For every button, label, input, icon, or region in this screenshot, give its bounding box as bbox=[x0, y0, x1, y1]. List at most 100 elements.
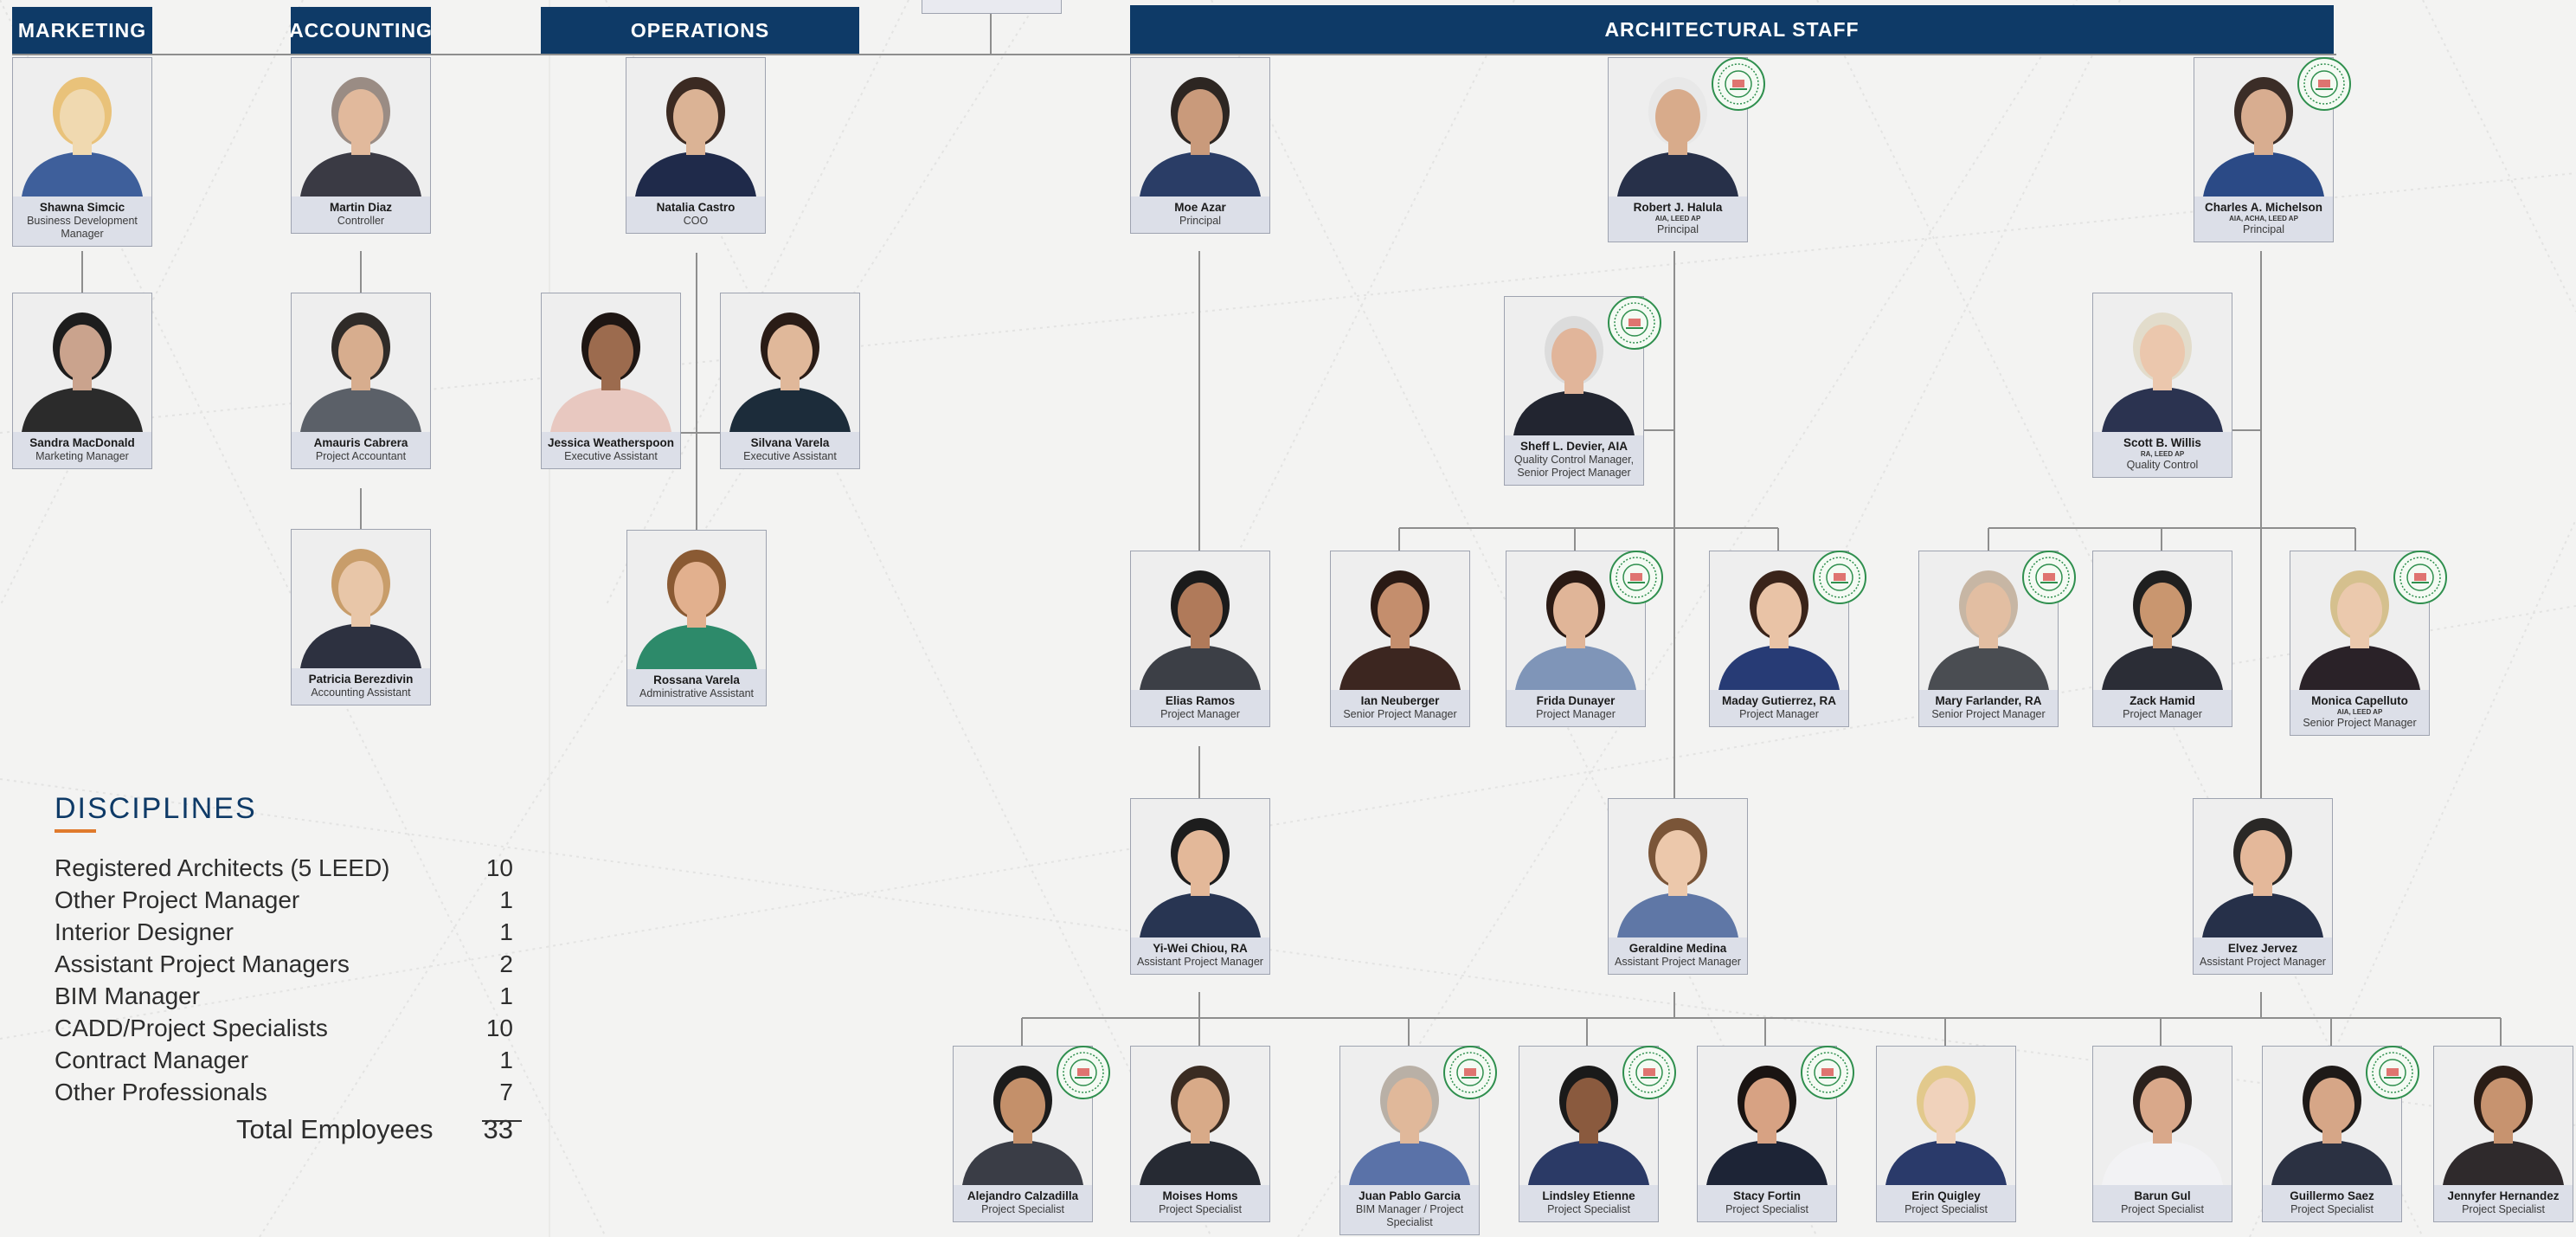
employee-name: Zack Hamid bbox=[2130, 694, 2195, 707]
employee-name: Martin Diaz bbox=[329, 201, 392, 214]
employee-title: Project Specialist bbox=[1159, 1203, 1242, 1216]
disciplines-panel: DISCIPLINES Registered Architects (5 LEE… bbox=[55, 792, 522, 1145]
employee-title: Project Specialist bbox=[2462, 1203, 2545, 1216]
employee-photo bbox=[292, 293, 430, 432]
employee-name: Shawna Simcic bbox=[39, 201, 125, 214]
discipline-label: CADD/Project Specialists bbox=[55, 1014, 328, 1041]
employee-title: Assistant Project Manager bbox=[1137, 956, 1263, 969]
employee-title: Senior Project Manager bbox=[1931, 708, 2046, 721]
employee-title: COO bbox=[683, 215, 709, 228]
employee-photo bbox=[13, 293, 151, 432]
certification-seal-icon bbox=[1609, 550, 1664, 605]
employee-name: Geraldine Medina bbox=[1628, 942, 1727, 955]
employee-photo bbox=[13, 58, 151, 197]
employee-name: Monica Capelluto bbox=[2311, 694, 2408, 707]
certification-seal-icon bbox=[1622, 1045, 1677, 1100]
employee-name: Rossana Varela bbox=[653, 673, 740, 686]
employee-name: Erin Quigley bbox=[1911, 1189, 1981, 1202]
employee-title: Project Specialist bbox=[1905, 1203, 1988, 1216]
header-operations: OPERATIONS bbox=[541, 7, 859, 54]
discipline-label: Assistant Project Managers bbox=[55, 950, 350, 977]
employee-photo bbox=[1609, 799, 1747, 937]
employee-name: Sheff L. Devier, AIA bbox=[1519, 440, 1628, 453]
certification-seal-icon bbox=[2393, 550, 2448, 605]
employee-name: Charles A. Michelson bbox=[2204, 201, 2323, 214]
discipline-count: 7 bbox=[499, 1078, 513, 1105]
discipline-label: Interior Designer bbox=[55, 918, 234, 945]
employee-name: Lindsley Etienne bbox=[1542, 1189, 1635, 1202]
employee-title: Senior Project Manager bbox=[2303, 716, 2417, 729]
disciplines-accent-bar bbox=[55, 829, 96, 833]
employee-title: Project Accountant bbox=[315, 450, 407, 463]
employee-title: Marketing Manager bbox=[35, 450, 129, 463]
header-accounting: ACCOUNTING bbox=[289, 7, 432, 54]
employee-title: Project Manager bbox=[1160, 708, 1240, 721]
employee-title: Administrative Assistant bbox=[639, 687, 754, 700]
employee-photo bbox=[1506, 551, 1645, 690]
employee-name: Silvana Varela bbox=[750, 436, 830, 449]
discipline-count: 10 bbox=[485, 1014, 513, 1041]
employee-title: Controller bbox=[337, 215, 385, 228]
employee-photo bbox=[2194, 58, 2333, 197]
certification-seal-icon bbox=[1442, 1045, 1498, 1100]
employee-name: Mary Farlander, RA bbox=[1935, 694, 2042, 707]
employee-photo bbox=[1505, 297, 1643, 435]
certification-seal-icon bbox=[1607, 295, 1662, 351]
employee-name: Guillermo Saez bbox=[2290, 1189, 2374, 1202]
employee-photo bbox=[1519, 1047, 1658, 1185]
employee-title: Senior Project Manager bbox=[1343, 708, 1457, 721]
discipline-label: Other Professionals bbox=[55, 1078, 267, 1105]
employee-photo bbox=[2093, 293, 2232, 432]
employee-name: Amauris Cabrera bbox=[313, 436, 408, 449]
employee-title: Principal bbox=[2243, 222, 2284, 235]
employee-name: Ian Neuberger bbox=[1360, 694, 1440, 707]
certification-seal-icon bbox=[1711, 56, 1766, 112]
employee-name: Scott B. Willis bbox=[2123, 436, 2201, 449]
employee-name: Sandra MacDonald bbox=[29, 436, 135, 449]
total-value: 33 bbox=[483, 1113, 513, 1144]
employee-name: Alejandro Calzadilla bbox=[967, 1189, 1079, 1202]
discipline-row: CADD/Project Specialists 10 bbox=[55, 1012, 513, 1044]
employee-title: Project Manager bbox=[1739, 708, 1819, 721]
employee-photo bbox=[2093, 1047, 2232, 1185]
employee-title: Accounting Assistant bbox=[311, 686, 411, 699]
employee-photo bbox=[1131, 58, 1269, 197]
disciplines-total-row: Total Employees 33 bbox=[55, 1113, 513, 1145]
employee-photo bbox=[2290, 551, 2429, 690]
employee-name: Elias Ramos bbox=[1165, 694, 1236, 707]
discipline-label: BIM Manager bbox=[55, 982, 201, 1009]
discipline-label: Contract Manager bbox=[55, 1046, 249, 1073]
discipline-count: 1 bbox=[499, 1046, 513, 1073]
employee-title: Quality Control bbox=[2126, 458, 2199, 471]
discipline-row: Other Professionals 7 bbox=[55, 1076, 513, 1108]
employee-name: Moe Azar bbox=[1174, 201, 1226, 214]
certification-seal-icon bbox=[1056, 1045, 1111, 1100]
certification-seal-icon bbox=[1800, 1045, 1855, 1100]
employee-photo bbox=[721, 293, 859, 432]
employee-photo bbox=[1131, 551, 1269, 690]
employee-name: Moises Homs bbox=[1162, 1189, 1238, 1202]
employee-photo bbox=[627, 531, 766, 669]
